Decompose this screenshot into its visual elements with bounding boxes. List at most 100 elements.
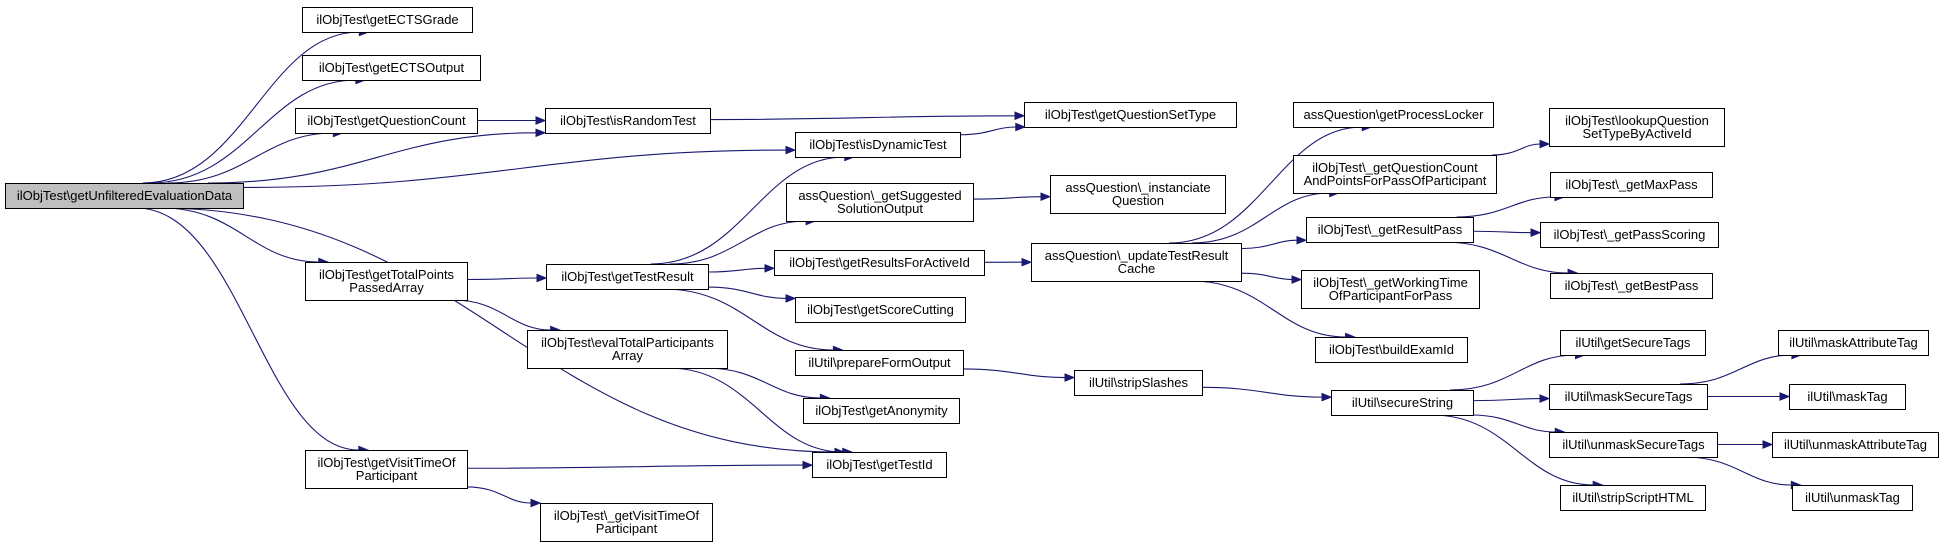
call-edge-suggested-to-instanciate (972, 192, 1052, 202)
node-label: Array (612, 348, 644, 363)
node-lookup-qset[interactable]: ilObjTest\lookupQuestionSetTypeByActiveI… (1549, 108, 1725, 147)
node-box (1792, 485, 1913, 511)
node-box (295, 108, 478, 134)
node-question-set-type[interactable]: ilObjTest\getQuestionSetType (1024, 102, 1237, 128)
call-edge-visit_time-to-test_id (466, 460, 814, 470)
call-edge-total_points-to-test_result (466, 273, 548, 283)
node-is-dynamic[interactable]: ilObjTest\isDynamicTest (795, 132, 961, 158)
node-box (1050, 175, 1226, 214)
node-max-pass[interactable]: ilObjTest\_getMaxPass (1550, 172, 1713, 198)
node-label: OfParticipantForPass (1329, 288, 1453, 303)
node-label: ilUtil\prepareFormOutput (808, 355, 951, 370)
node-box (1549, 384, 1708, 410)
node-box (1024, 102, 1237, 128)
node-is-random[interactable]: ilObjTest\isRandomTest (545, 108, 711, 134)
node-label: Question (1112, 193, 1164, 208)
node-mask-tag[interactable]: ilUtil\maskTag (1789, 384, 1906, 410)
arrowhead (1539, 139, 1551, 149)
call-edge-result_pass-to-max_pass (1456, 192, 1566, 218)
node-build-exam[interactable]: ilObjTest\buildExamId (1315, 337, 1468, 363)
node-box (1550, 273, 1713, 299)
node-working-time[interactable]: ilObjTest\_getWorkingTimeOfParticipantFo… (1301, 270, 1480, 309)
arrowhead (1064, 373, 1076, 382)
node-box (305, 450, 468, 489)
node-result-pass[interactable]: ilObjTest\_getResultPass (1306, 217, 1474, 243)
node-box (1301, 270, 1480, 309)
node-test-id[interactable]: ilObjTest\getTestId (812, 452, 947, 478)
node-label: ilObjTest\getAnonymity (815, 403, 948, 418)
node-label: ilObjTest\getResultsForActiveId (789, 255, 970, 270)
node-question-count[interactable]: ilObjTest\getQuestionCount (295, 108, 478, 134)
node-label: ilObjTest\getTestId (826, 457, 932, 472)
node-mask-secure-tags[interactable]: ilUtil\maskSecureTags (1549, 384, 1708, 410)
node-unmask-secure-tags[interactable]: ilUtil\unmaskSecureTags (1549, 432, 1718, 458)
arrowhead (535, 116, 547, 125)
node-ects-output[interactable]: ilObjTest\getECTSOutput (302, 55, 481, 81)
node-label: ilObjTest\getECTSOutput (319, 60, 465, 75)
node-label: ilObjTest\getTotalPoints (319, 267, 455, 282)
node-box (302, 55, 481, 81)
node-box (1074, 370, 1203, 396)
arrowhead (1040, 192, 1052, 202)
node-qcount-points[interactable]: ilObjTest\_getQuestionCountAndPointsForP… (1293, 155, 1497, 194)
call-edge-is_dynamic-to-question_set_type (959, 122, 1027, 136)
node-prepare-form[interactable]: ilUtil\prepareFormOutput (795, 350, 964, 376)
node-label: Participant (356, 468, 418, 483)
call-edge-total_points-to-eval_total (453, 299, 562, 335)
node-ects-grade[interactable]: ilObjTest\getECTSGrade (302, 7, 473, 33)
node-secure-string[interactable]: ilUtil\secureString (1331, 390, 1474, 416)
arrowhead (1015, 122, 1027, 132)
node-strip-slashes[interactable]: ilUtil\stripSlashes (1074, 370, 1203, 396)
node-score-cutting[interactable]: ilObjTest\getScoreCutting (795, 297, 966, 323)
node-unmask-attr-tag[interactable]: ilUtil\unmaskAttributeTag (1772, 432, 1939, 458)
call-edge-visit_time-to-visit_time_static (466, 486, 542, 508)
arrowhead (764, 263, 776, 273)
node-box (527, 330, 728, 369)
node-box (774, 250, 985, 276)
node-box (546, 264, 709, 290)
node-best-pass[interactable]: ilObjTest\_getBestPass (1550, 273, 1713, 299)
node-box (545, 108, 711, 134)
node-box (1306, 217, 1474, 243)
node-box (1560, 330, 1706, 356)
node-unmask-tag[interactable]: ilUtil\unmaskTag (1792, 485, 1913, 511)
node-anonymity[interactable]: ilObjTest\getAnonymity (803, 398, 960, 424)
node-pass-scoring[interactable]: ilObjTest\_getPassScoring (1540, 222, 1719, 248)
node-box (1031, 243, 1242, 282)
call-edge-unmask_secure_tags-to-unmask_tag (1684, 456, 1802, 490)
node-process-locker[interactable]: assQuestion\getProcessLocker (1293, 102, 1494, 128)
node-test-result[interactable]: ilObjTest\getTestResult (546, 264, 709, 290)
node-results-active[interactable]: ilObjTest\getResultsForActiveId (774, 250, 985, 276)
arrowhead (1539, 394, 1551, 403)
node-label: ilUtil\secureString (1352, 395, 1453, 410)
arrowhead (1762, 440, 1774, 449)
node-root: ilObjTest\getUnfilteredEvaluationData (5, 183, 244, 209)
arrowhead (802, 460, 814, 470)
node-label: Participant (596, 521, 658, 536)
call-edge-mask_secure_tags-to-mask_tag (1707, 392, 1791, 401)
node-box (302, 7, 473, 33)
node-box (1315, 337, 1468, 363)
node-box (305, 262, 468, 301)
arrowhead (1779, 392, 1791, 401)
call-edge-mask_secure_tags-to-mask_attr_tag (1680, 350, 1803, 385)
node-mask-attr-tag[interactable]: ilUtil\maskAttributeTag (1778, 330, 1929, 356)
node-label: ilUtil\unmaskTag (1805, 490, 1900, 505)
node-label: ilObjTest\getTestResult (561, 269, 694, 284)
node-label: ilUtil\maskTag (1807, 389, 1887, 404)
node-label: ilObjTest\_getVisitTimeOf (554, 508, 700, 523)
call-edge-test_result-to-results_active (707, 263, 776, 273)
node-get-secure-tags[interactable]: ilUtil\getSecureTags (1560, 330, 1706, 356)
call-edge-update_cache-to-result_pass (1240, 235, 1308, 250)
node-label: ilObjTest\_getBestPass (1565, 278, 1699, 293)
node-box (1293, 102, 1494, 128)
node-strip-script[interactable]: ilUtil\stripScriptHTML (1560, 485, 1706, 511)
